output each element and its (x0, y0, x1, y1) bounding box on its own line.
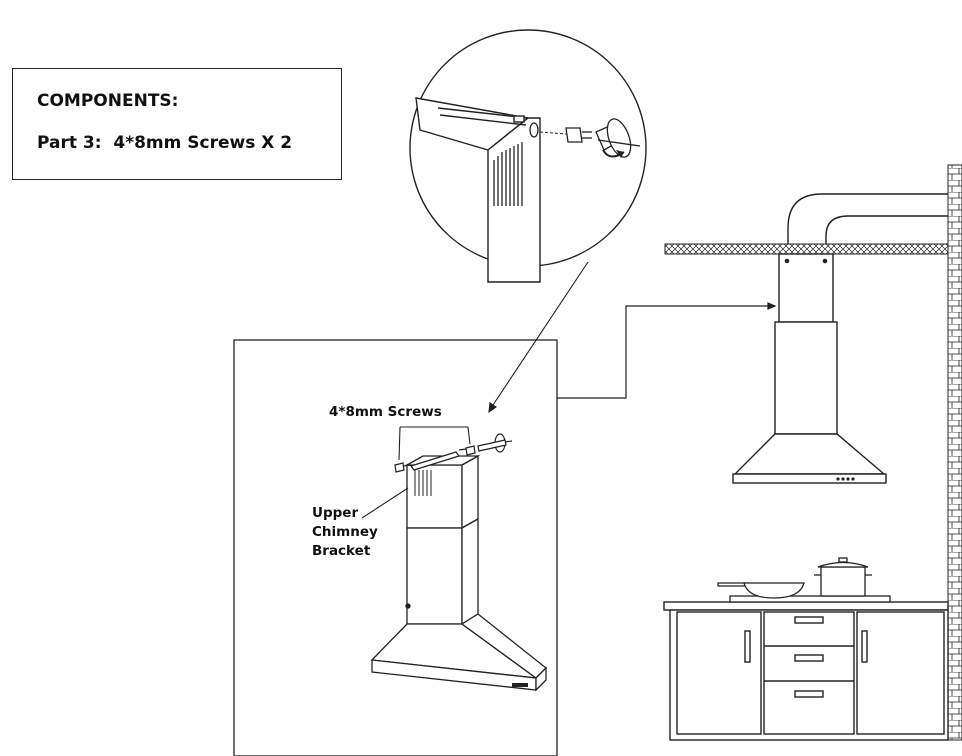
magnified-screwdriver-icon (595, 118, 641, 158)
inset-screw-left (394, 462, 411, 473)
magnified-vent-slots (493, 142, 523, 206)
installed-range-hood (732, 253, 887, 484)
bracket-label-line2: Chimney (312, 524, 378, 540)
detail-inset (233, 339, 558, 756)
zoom-leader (488, 261, 589, 414)
brick-wall (947, 164, 962, 741)
cooktop (717, 557, 891, 603)
cabinet-door-right (856, 611, 945, 735)
bracket-tab (513, 115, 525, 123)
cooktop-surface (729, 595, 891, 603)
lower-chimney (774, 321, 838, 435)
ceiling-slab (664, 243, 949, 255)
inset-screwdriver-icon (477, 433, 513, 453)
inset-range-hood (370, 454, 547, 692)
exhaust-pipe (787, 193, 948, 244)
callout-connector (557, 302, 777, 399)
components-title: COMPONENTS: (37, 91, 179, 111)
hood-base (732, 473, 887, 484)
inset-upper-bracket (410, 451, 460, 471)
pot-knob (838, 557, 848, 563)
inset-control-buttons (512, 683, 528, 687)
door-handle-right (861, 630, 868, 663)
inset-upper-chimney-side (461, 454, 479, 530)
control-buttons (836, 477, 855, 481)
countertop (663, 601, 949, 611)
components-box: COMPONENTS: Part 3: 4*8mm Screws X 2 (12, 68, 342, 180)
screws-label: 4*8mm Screws (329, 404, 442, 420)
magnified-detail (409, 29, 647, 283)
cabinet-door-left (676, 611, 762, 735)
hood-canopy (733, 433, 886, 475)
bracket-label-line3: Bracket (312, 543, 371, 559)
screw-hole (529, 122, 539, 138)
bracket-label-line1: Upper (312, 505, 359, 521)
pot-lid (817, 561, 869, 568)
screw-hole-right (822, 258, 828, 264)
drawer-handle-2 (794, 654, 824, 662)
inset-leaders (361, 426, 471, 519)
inset-lower-chimney (406, 527, 463, 625)
frying-pan (743, 582, 805, 599)
inset-screw-right (458, 445, 476, 456)
door-handle-left (744, 630, 751, 663)
magnified-screw-icon (565, 127, 592, 143)
inset-vent-slots (414, 470, 432, 496)
drawer-handle-1 (794, 616, 824, 624)
kitchen-cabinet (663, 601, 949, 741)
upper-chimney (778, 253, 834, 323)
cooking-pot (820, 566, 866, 597)
screw-hole-left (784, 258, 790, 264)
drawer-stack (763, 611, 855, 735)
bracket-label: Upper Chimney Bracket (312, 504, 378, 561)
components-part: Part 3: 4*8mm Screws X 2 (37, 133, 293, 153)
drawer-handle-3 (794, 690, 824, 698)
